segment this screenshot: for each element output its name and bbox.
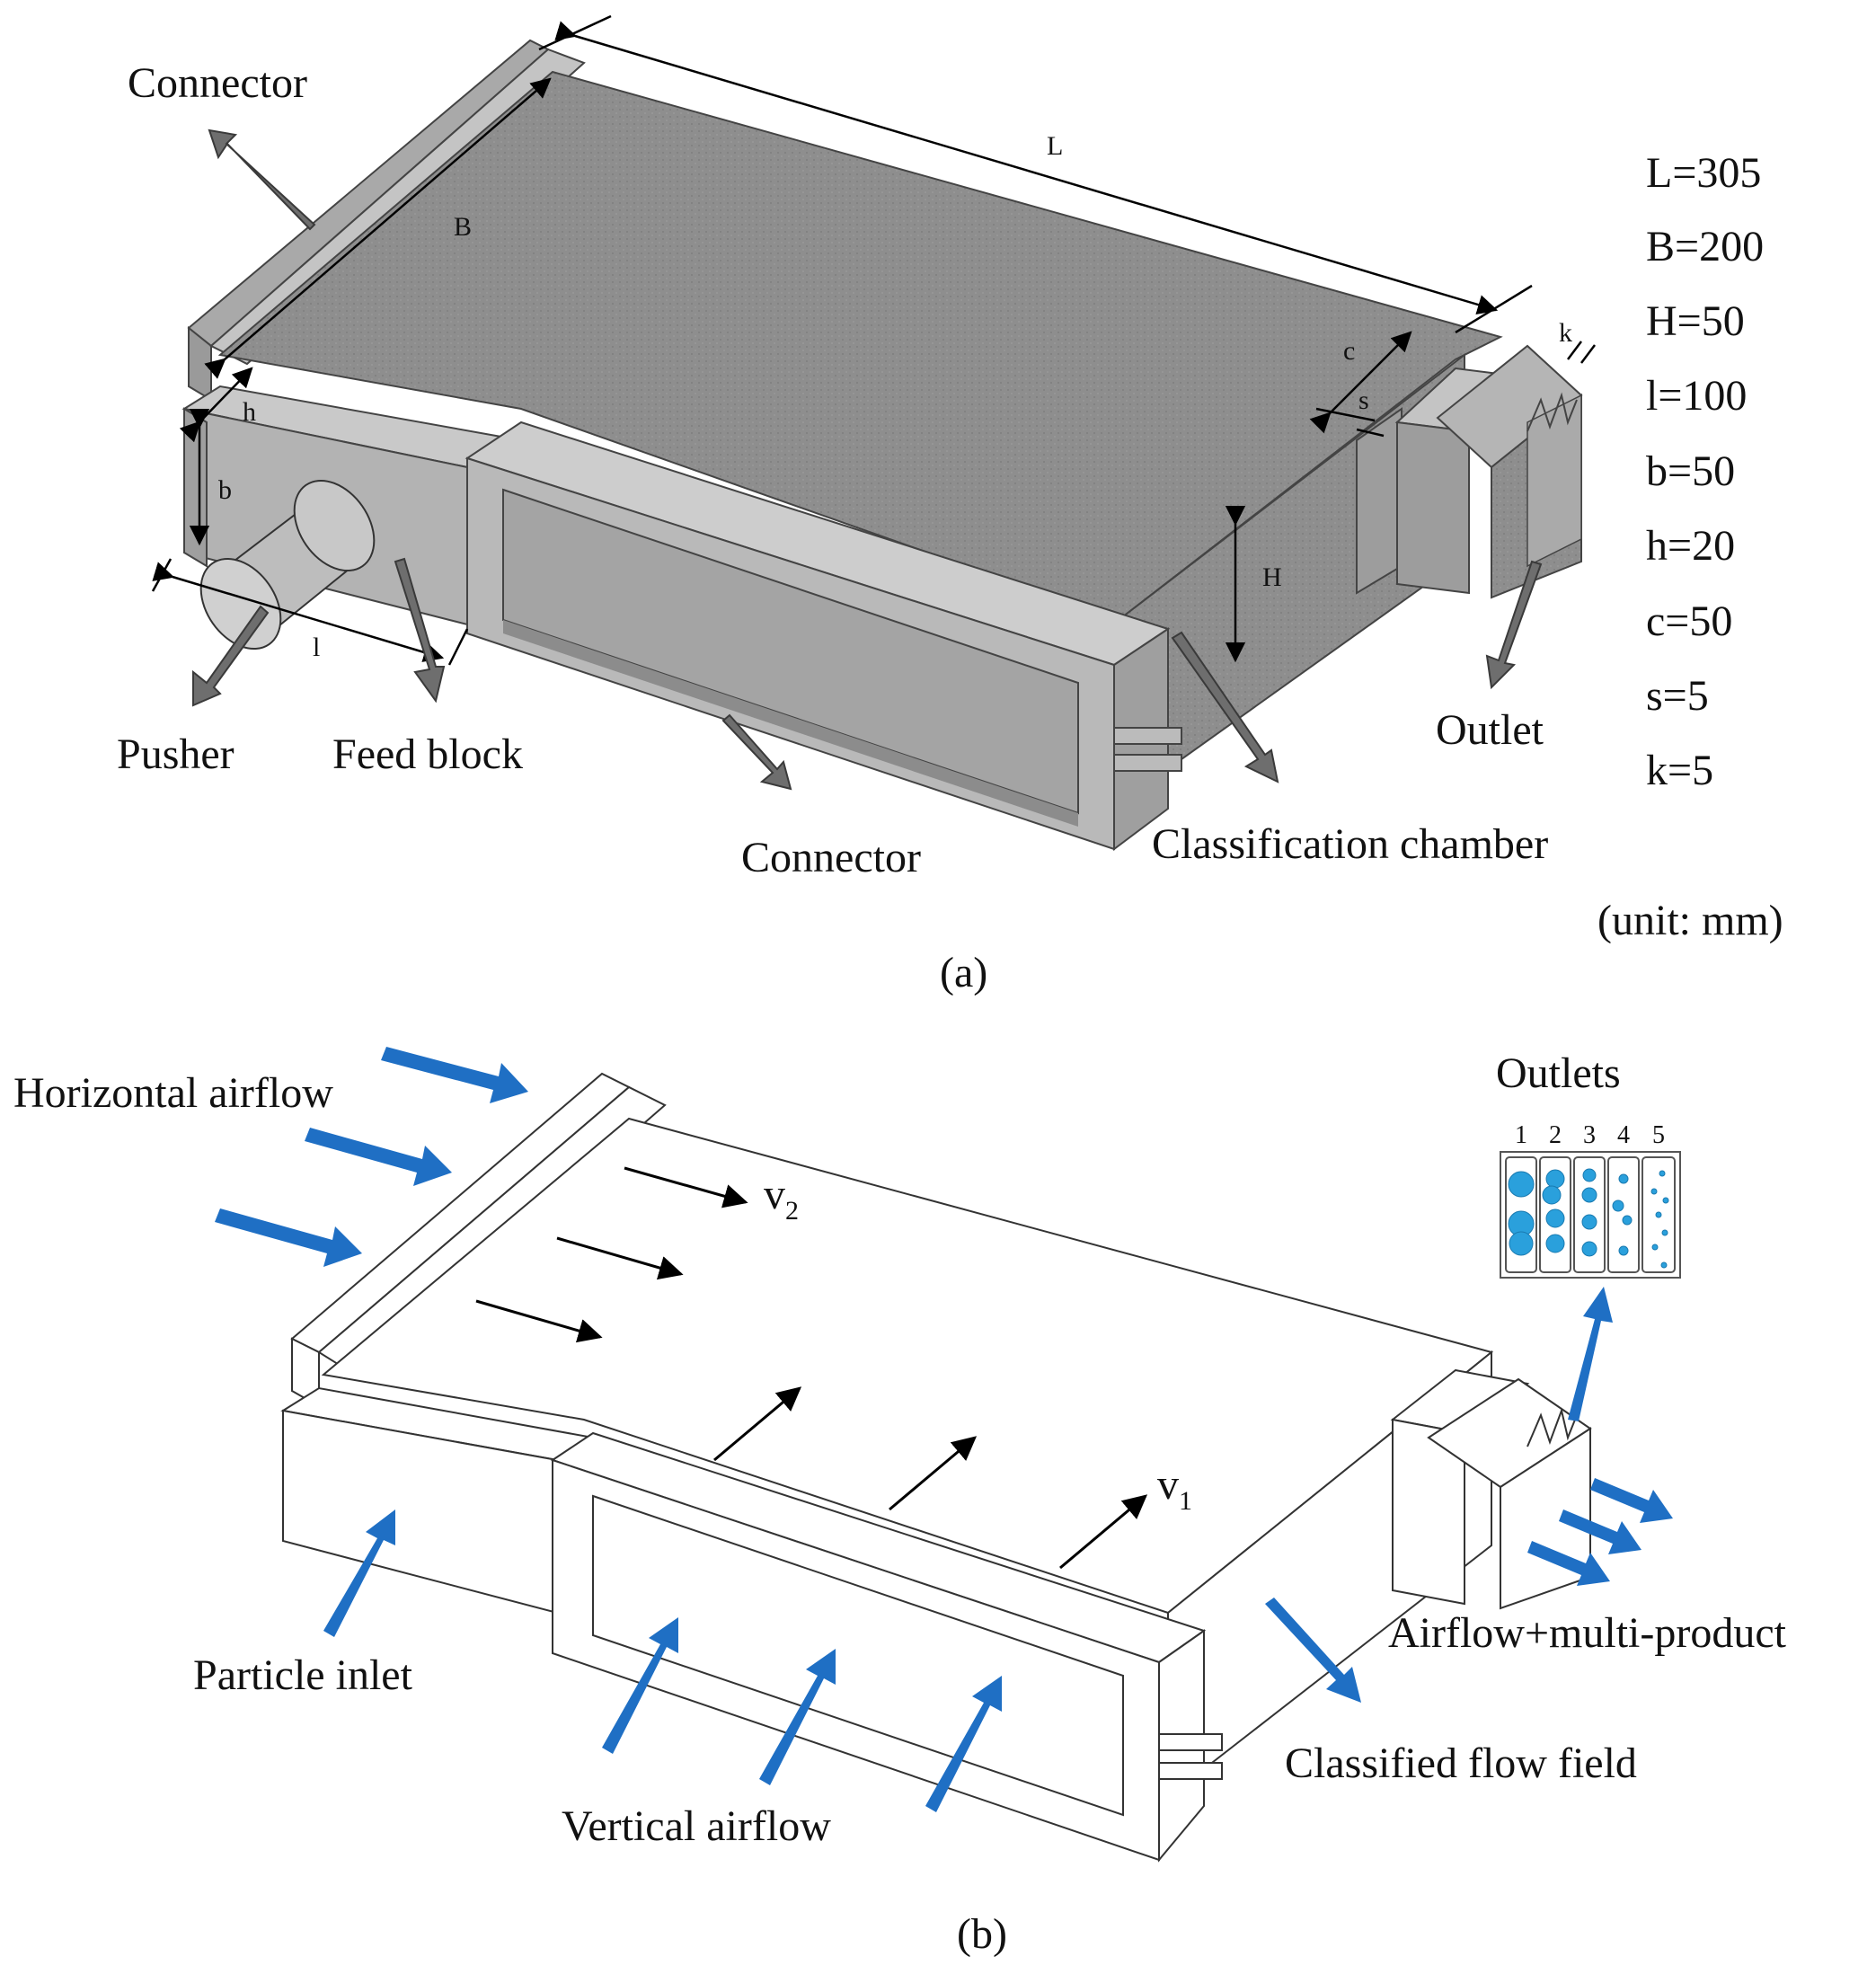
- outlet-body: [1394, 344, 1583, 599]
- connector-bottom-body: [465, 420, 1182, 851]
- dim-value: l=100: [1646, 372, 1747, 420]
- callout-arrows-a: [192, 128, 1543, 791]
- dim-letter-b: b: [218, 475, 232, 505]
- label-airflow-multi-product: Airflow+multi-product: [1388, 1609, 1787, 1657]
- velocity-v1-label: v1: [1157, 1461, 1192, 1516]
- dim-value: h=20: [1646, 522, 1735, 570]
- flow-arrows-blue: [215, 1047, 1673, 1812]
- label-classification-chamber: Classification chamber: [1152, 820, 1548, 868]
- dim-letter-s: s: [1358, 385, 1369, 415]
- caption-b: (b): [957, 1910, 1007, 1958]
- dim-value: c=50: [1646, 598, 1732, 645]
- outlet-number: 4: [1617, 1121, 1630, 1149]
- outlets-inset: 1 2 3 4 5: [1500, 1121, 1681, 1279]
- label-outlets-title: Outlets: [1496, 1049, 1621, 1097]
- label-outlet: Outlet: [1436, 706, 1544, 754]
- label-classified-flow-field: Classified flow field: [1285, 1739, 1637, 1787]
- dim-letter-c: c: [1343, 336, 1355, 366]
- outlet-number: 5: [1652, 1121, 1665, 1149]
- unit-label: (unit: mm): [1597, 897, 1783, 944]
- label-horizontal-airflow: Horizontal airflow: [13, 1069, 333, 1117]
- label-particle-inlet: Particle inlet: [193, 1651, 413, 1699]
- caption-a: (a): [940, 949, 987, 996]
- dimension-lines: [151, 14, 1596, 666]
- dim-letter-H: H: [1262, 562, 1282, 592]
- label-feed-block: Feed block: [332, 730, 523, 778]
- panel-b: [280, 1072, 1592, 1863]
- dim-value: L=305: [1646, 149, 1761, 197]
- dimension-values: L=305 B=200 H=50 l=100 b=50 h=20 c=50 s=…: [1646, 149, 1764, 794]
- velocity-arrows: [475, 1166, 1148, 1570]
- dim-value: B=200: [1646, 223, 1764, 270]
- label-vertical-airflow: Vertical airflow: [562, 1802, 831, 1850]
- dim-value: s=5: [1646, 672, 1709, 720]
- outlet-number: 3: [1583, 1121, 1596, 1149]
- dim-letter-k: k: [1559, 318, 1572, 348]
- label-pusher: Pusher: [117, 730, 234, 778]
- label-connector-bottom: Connector: [741, 834, 921, 881]
- dim-letter-h: h: [243, 397, 256, 427]
- dim-value: H=50: [1646, 297, 1745, 345]
- label-connector-top: Connector: [128, 59, 307, 107]
- dim-value: b=50: [1646, 447, 1735, 495]
- dim-value: k=5: [1646, 747, 1713, 794]
- panel-a: Connector Pusher Feed block Connector Cl…: [117, 14, 1783, 996]
- dim-letter-B: B: [454, 212, 472, 242]
- outlet-number: 2: [1549, 1121, 1562, 1149]
- outlet-number: 1: [1515, 1121, 1527, 1149]
- dim-letter-L: L: [1047, 131, 1063, 161]
- velocity-v2-label: v2: [764, 1171, 799, 1226]
- dim-letter-l: l: [313, 633, 320, 662]
